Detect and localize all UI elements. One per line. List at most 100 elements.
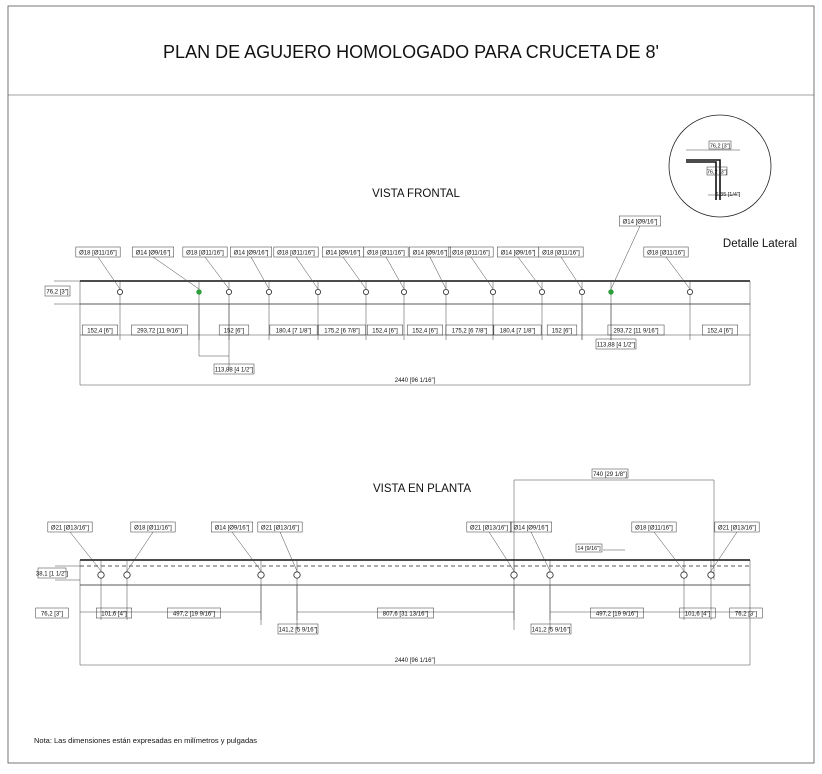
- planta-spacing-label-box: [679, 607, 716, 619]
- frontal-hole-labels: Ø18 [Ø11/16"] Ø14 [Ø9/16"] Ø18 [Ø11/16"] Ø1…: [75, 215, 691, 290]
- frontal-hole-label: Ø14 [Ø9/16"]: [234, 251, 269, 257]
- planta-leader: [126, 531, 154, 572]
- frontal-leader: [470, 256, 494, 290]
- planta-spacing-label: 76,2 [3"]: [41, 612, 63, 618]
- frontal-spacing-label-box: [318, 324, 366, 336]
- frontal-hole-label-box: [448, 246, 494, 258]
- frontal-spacing-label-box: [269, 324, 318, 336]
- planta-leader: [653, 531, 685, 572]
- frontal-hole-label: Ø18 [Ø11/16"]: [647, 251, 685, 257]
- planta-hole-label: Ø14 [Ø9/16"]: [215, 526, 250, 532]
- planta-height-box: [37, 567, 67, 579]
- frontal-holes: [117, 281, 694, 340]
- frontal-spacing-label-box: [367, 324, 403, 336]
- planta-spacing-label-box: [729, 607, 763, 619]
- planta-hole-label-box: [211, 521, 253, 533]
- planta-hole-label-box: [631, 521, 677, 533]
- frontal-spacing-label: 152 [6"]: [552, 329, 573, 335]
- frontal-hole: [539, 288, 546, 295]
- planta-hole-label: Ø18 [Ø11/16"]: [134, 526, 172, 532]
- frontal-hole-label-box: [230, 246, 272, 258]
- frontal-hole: [400, 288, 407, 295]
- frontal-spacing-label: 180,4 [7 1/8"]: [276, 329, 312, 335]
- planta-spacing-label-box: [590, 607, 644, 619]
- planta-height-label: 38,1 [1 1/2"]: [36, 572, 68, 578]
- frontal-hole-label: Ø14 [Ø9/16"]: [501, 251, 536, 257]
- planta-hole-label: Ø21 [Ø13/16"]: [51, 526, 89, 532]
- frontal-offset-right-box: [595, 338, 637, 350]
- frontal-hole-label-box: [132, 246, 174, 258]
- planta-hole-label-box: [714, 521, 760, 533]
- detail-height-box: [706, 166, 728, 176]
- frontal-hole-label: Ø18 [Ø11/16"]: [277, 251, 315, 257]
- frontal-hole-label: Ø18 [Ø11/16"]: [367, 251, 405, 257]
- planta-spacing-label-box: [167, 607, 221, 619]
- planta-hole: [123, 571, 131, 579]
- planta-spacing-label-box: [377, 607, 434, 619]
- frontal-hole: [442, 288, 449, 295]
- planta-hole-label: Ø21 [Ø13/16"]: [261, 526, 299, 532]
- frontal-spacing-label: 293,72 [11 9/16"]: [613, 329, 658, 335]
- planta-spacing-label: 497,2 [19 9/16"]: [596, 612, 638, 618]
- detail-width-box: [708, 140, 732, 150]
- planta-spacing-label: 497,2 [19 9/16"]: [173, 612, 215, 618]
- frontal-leader: [385, 256, 405, 290]
- frontal-spacing-label: 152,4 [6"]: [412, 329, 438, 335]
- frontal-leader: [295, 256, 319, 290]
- frontal-leader: [517, 256, 543, 290]
- detail-circle: [668, 114, 772, 218]
- planta-spacing-label: 807,6 [31 13/16"]: [383, 612, 429, 618]
- frontal-leader: [152, 256, 200, 290]
- planta-spacing-label-box: [35, 607, 69, 619]
- frontal-spacing-row: 152,4 [6"] 293,72 [11 9/16"] 152 [6"] 180,4…: [80, 324, 750, 336]
- frontal-leader: [665, 256, 691, 290]
- frontal-hole: [687, 288, 694, 295]
- frontal-leader: [560, 256, 583, 290]
- frontal-hole: [265, 288, 272, 295]
- frontal-spacing-label: 180,4 [7 1/8"]: [500, 329, 536, 335]
- frontal-offset-right-label: 113,88 [4 1/2"]: [597, 343, 636, 349]
- planta-hole: [680, 571, 688, 579]
- planta-spacing-label-box: [96, 607, 132, 619]
- planta-spacing-row: 76,2 [3"]101,6 [4"]497,2 [19 9/16"]807,6…: [35, 607, 763, 619]
- frontal-spacing-label: 152,4 [6"]: [87, 329, 113, 335]
- frontal-hole: [314, 288, 321, 295]
- frontal-spacing-label: 152,4 [6"]: [372, 329, 398, 335]
- frontal-leader: [429, 256, 447, 290]
- frontal-spacing-label: 152,4 [6"]: [707, 329, 733, 335]
- frontal-total-label: 2440 [96 1/16"]: [395, 378, 436, 384]
- frontal-spacing-label: 152 [6"]: [224, 329, 245, 335]
- frontal-spacing-label: 175,2 [6 7/8"]: [324, 329, 360, 335]
- frontal-spacing-label-box: [131, 324, 188, 336]
- planta-total-label: 2440 [96 1/16"]: [395, 658, 436, 664]
- planta-offset-right-box: [530, 623, 572, 635]
- frontal-leader: [204, 256, 230, 290]
- planta-offset-right-label: 141,2 [5 9/16"]: [532, 628, 571, 634]
- detail-height-label: 76,2 [3"]: [707, 170, 728, 176]
- detail-caption: Detalle Lateral: [723, 238, 797, 250]
- frontal-spacing-label-box: [702, 324, 738, 336]
- frontal-height-box: [44, 285, 71, 297]
- detail-thickness-label: 6,35 [1/4"]: [716, 192, 741, 198]
- frontal-heading: VISTA FRONTAL: [372, 188, 460, 200]
- frontal-offset-left-label: 113,88 [4 1/2"]: [215, 368, 254, 374]
- planta-leader: [530, 531, 551, 572]
- frontal-spacing-label-box: [493, 324, 542, 336]
- planta-hole-label: Ø21 [Ø13/16"]: [470, 526, 508, 532]
- frontal-hole: [117, 288, 124, 295]
- frontal-hole-label-box: [182, 246, 228, 258]
- frontal-hole-label: Ø18 [Ø11/16"]: [452, 251, 490, 257]
- planta-hole-label-box: [257, 521, 303, 533]
- frontal-hole-label: Ø14 [Ø9/16"]: [623, 220, 658, 226]
- footnote: Nota: Las dimensiones están expresadas e…: [34, 736, 257, 745]
- frontal-spacing-label: 175,2 [6 7/8"]: [452, 329, 488, 335]
- planta-hole-label-box: [47, 521, 93, 533]
- planta-offset-left-label: 141,2 [5 9/16"]: [279, 628, 318, 634]
- frontal-hole-label: Ø18 [Ø11/16"]: [186, 251, 224, 257]
- frontal-spacing-label-box: [218, 324, 250, 336]
- frontal-hole-label-box: [538, 246, 584, 258]
- frontal-hole-label-box: [363, 246, 409, 258]
- frontal-offset-left-box: [213, 363, 255, 375]
